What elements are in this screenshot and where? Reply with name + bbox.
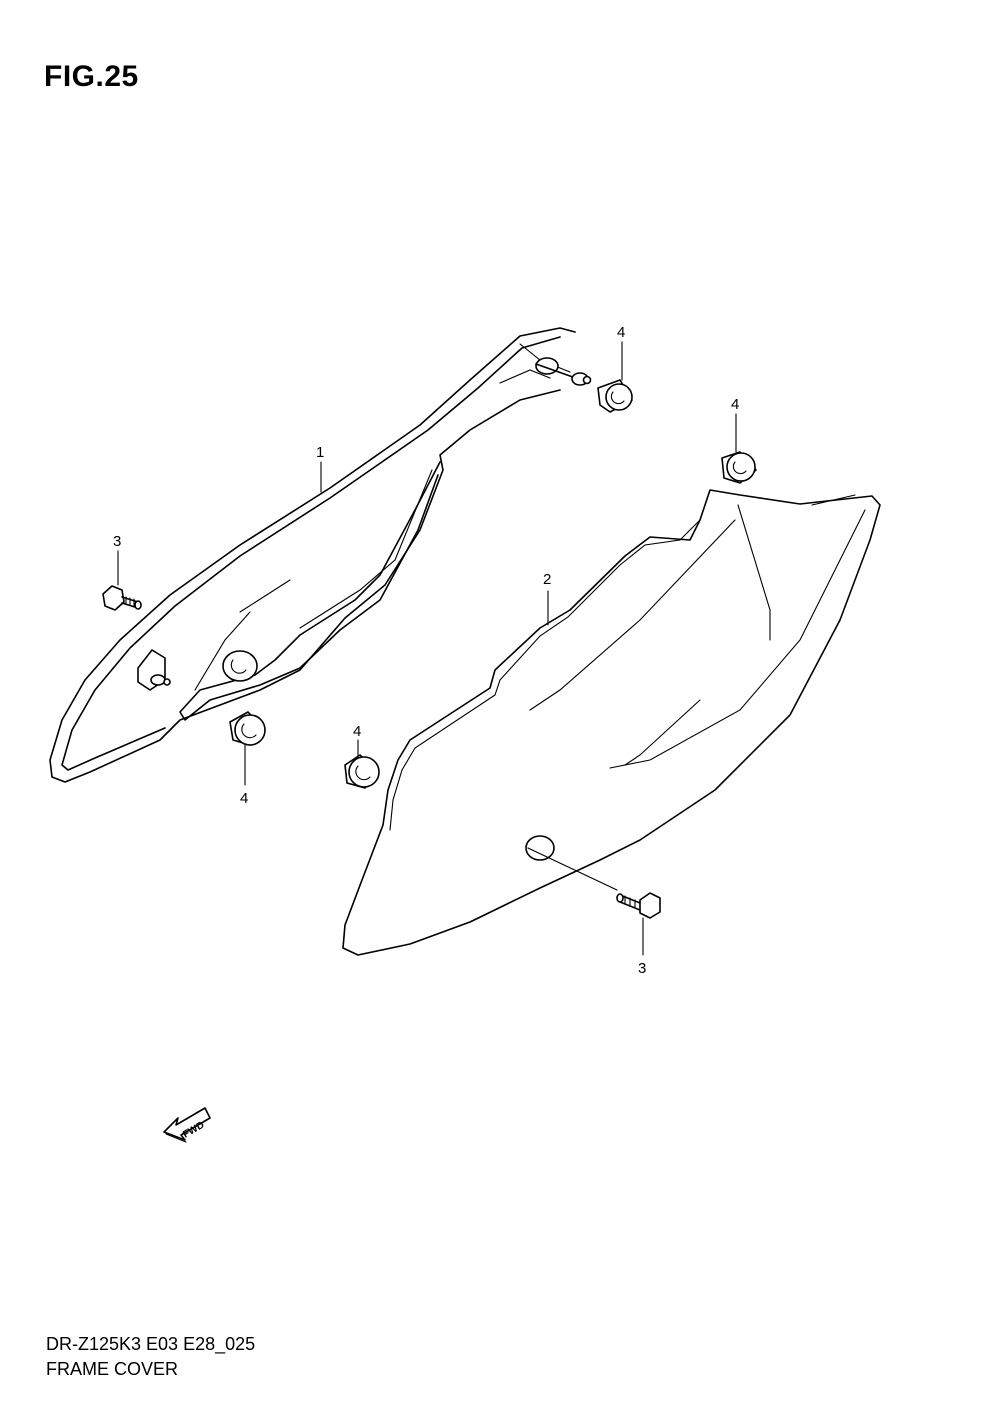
bolt-upper [102, 585, 142, 611]
grommet-left [229, 711, 266, 746]
model-code: DR-Z125K3 E03 E28_025 [46, 1334, 256, 1354]
bolt-lower [616, 892, 661, 919]
callout-part-2: 2 [543, 571, 551, 588]
side-cover-right [342, 489, 881, 956]
callout-part-4-top: 4 [617, 324, 625, 341]
leader-lines [117, 341, 737, 956]
grommet-middle [344, 754, 380, 789]
callout-part-4-left: 4 [240, 790, 248, 807]
figure-title: FIG.25 [44, 60, 139, 93]
grommet-top [597, 379, 633, 413]
figure-name: FRAME COVER [46, 1359, 179, 1379]
callout-part-4-right: 4 [731, 396, 739, 413]
callout-part-4-middle: 4 [353, 723, 361, 740]
grommet-right [721, 451, 757, 484]
callout-part-3-upper: 3 [113, 533, 121, 550]
fwd-arrow-icon: FWD [163, 1107, 211, 1143]
frame-cover-left [49, 327, 592, 783]
callout-part-1: 1 [316, 444, 324, 461]
callout-part-3-lower: 3 [638, 960, 646, 977]
